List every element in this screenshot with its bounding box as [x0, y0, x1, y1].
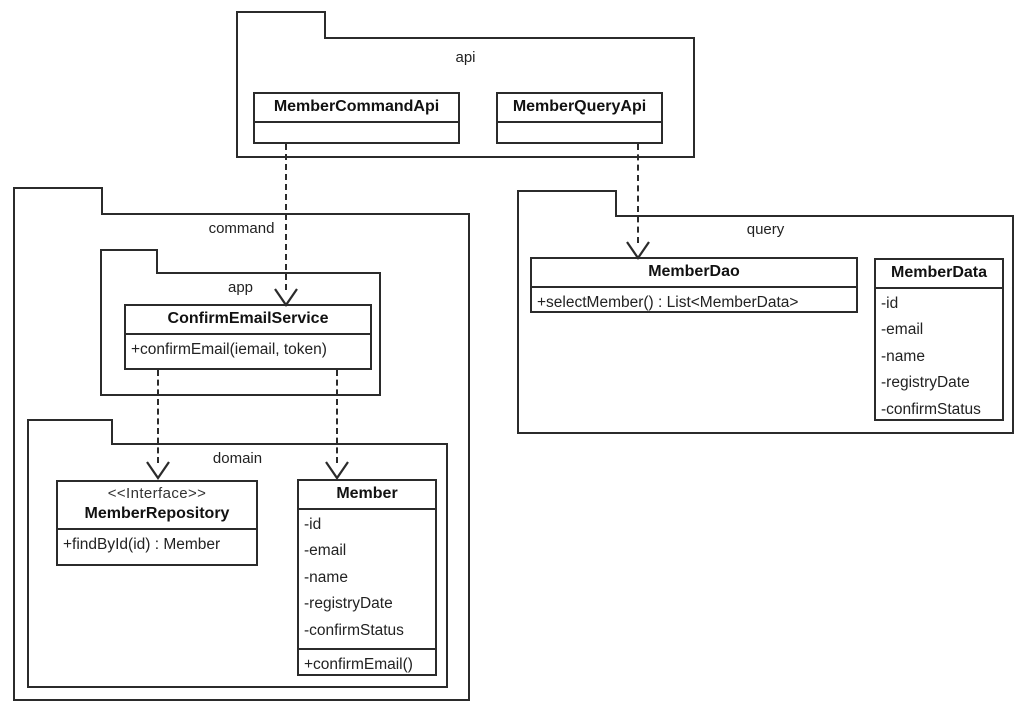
package-domain-label: domain: [212, 450, 263, 467]
package-app-tab: [100, 249, 158, 274]
class-confirm-email-service-title: ConfirmEmailService: [126, 306, 370, 335]
class-member-dao-operations: +selectMember() : List<MemberData>: [532, 288, 856, 318]
package-query-tab: [517, 190, 617, 217]
operation-row: +selectMember() : List<MemberData>: [537, 294, 799, 311]
package-app-label: app: [227, 279, 254, 296]
package-domain-tab: [27, 419, 113, 445]
attribute-row: -confirmStatus: [304, 621, 404, 639]
class-member-data[interactable]: MemberData -id -email -name -registryDat…: [874, 258, 1004, 421]
class-confirm-email-service[interactable]: ConfirmEmailService +confirmEmail(iemail…: [124, 304, 372, 370]
class-member-repository-title: <<Interface>> MemberRepository: [58, 482, 256, 530]
package-command-label: command: [208, 220, 275, 237]
operation-row: +confirmEmail(): [304, 656, 413, 673]
dependency-line: [157, 370, 159, 463]
class-member-dao-title: MemberDao: [532, 259, 856, 288]
attribute-row: -name: [881, 347, 925, 365]
attribute-row: -id: [304, 516, 322, 533]
dependency-line: [285, 144, 287, 290]
class-member-data-title: MemberData: [876, 260, 1002, 289]
attribute-row: -confirmStatus: [881, 400, 981, 418]
attribute-row: -registryDate: [304, 595, 393, 613]
attribute-row: -name: [304, 568, 348, 586]
class-member-attributes: -id -email -name -registryDate -confirmS…: [299, 510, 435, 648]
class-member-repository-operations: +findById(id) : Member: [58, 530, 256, 560]
class-member-repository[interactable]: <<Interface>> MemberRepository +findById…: [56, 480, 258, 566]
class-member-title: Member: [299, 481, 435, 510]
class-confirm-email-service-operations: +confirmEmail(iemail, token): [126, 335, 370, 365]
package-api-tab: [236, 11, 326, 39]
attribute-row: -email: [881, 321, 924, 339]
package-api-label: api: [455, 49, 476, 66]
class-member-command-api[interactable]: MemberCommandApi: [253, 92, 460, 144]
class-member[interactable]: Member -id -email -name -registryDate -c…: [297, 479, 437, 676]
class-member-query-api[interactable]: MemberQueryApi: [496, 92, 663, 144]
operation-row: +confirmEmail(iemail, token): [131, 341, 327, 358]
attribute-row: -id: [881, 295, 899, 312]
attribute-row: -email: [304, 542, 347, 560]
class-member-dao[interactable]: MemberDao +selectMember() : List<MemberD…: [530, 257, 858, 313]
class-member-repository-name: MemberRepository: [84, 504, 230, 522]
class-member-repository-stereotype: <<Interface>>: [107, 485, 207, 502]
operation-row: +findById(id) : Member: [63, 535, 221, 553]
attribute-row: -registryDate: [881, 374, 970, 392]
package-query-label: query: [746, 221, 785, 238]
package-command-tab: [13, 187, 103, 215]
dependency-line: [637, 144, 639, 243]
class-member-operations: +confirmEmail(): [299, 648, 435, 680]
class-member-data-attributes: -id -email -name -registryDate -confirmS…: [876, 289, 1002, 425]
class-member-command-api-title: MemberCommandApi: [255, 94, 458, 123]
class-member-query-api-title: MemberQueryApi: [498, 94, 661, 123]
dependency-line: [336, 370, 338, 463]
